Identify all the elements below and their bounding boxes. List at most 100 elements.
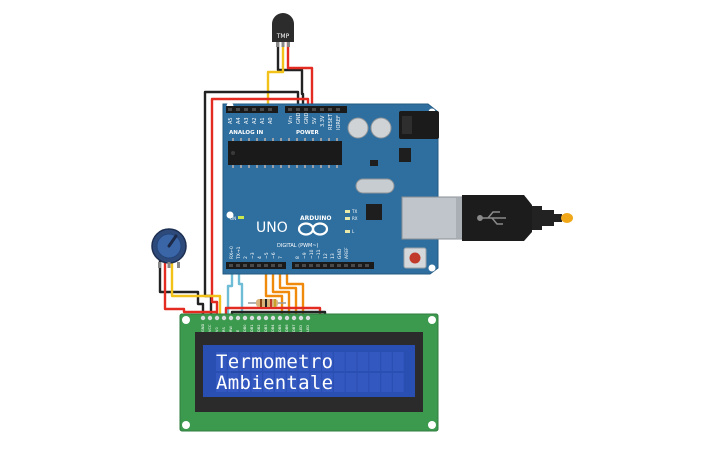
led-on	[238, 216, 244, 219]
lcd-pin-rw: RW	[229, 326, 233, 332]
lcd-cell	[345, 373, 357, 392]
lcd-cell	[263, 373, 274, 392]
digital-header-left[interactable]	[226, 262, 286, 269]
lcd-cell	[239, 352, 251, 371]
lcd-cell	[298, 373, 310, 392]
digital-pin-4: 4	[257, 256, 263, 259]
mount-hole	[182, 316, 190, 324]
mount-hole	[428, 316, 436, 324]
lcd-cell	[251, 352, 262, 371]
digital-pin-gnd: GND	[337, 248, 343, 259]
digital-pin-aref: AREF	[344, 247, 350, 259]
lcd-cell	[298, 352, 310, 371]
lcd-pin-db0: DB0	[243, 324, 247, 332]
tmp-sensor[interactable]: TMP	[272, 13, 294, 47]
digital-pin-3: ~3	[250, 252, 256, 259]
digital-pin-10: ~10	[309, 249, 315, 259]
digital-pin-13: 13	[330, 253, 336, 259]
lcd-line-1: Termometro	[216, 351, 333, 373]
capacitor	[370, 117, 392, 139]
lcd-pin-v0: V0	[215, 327, 219, 332]
analog-pin-a5: A5	[228, 117, 234, 124]
lcd-pin-gnd: GND	[201, 324, 205, 332]
analog-in-label: ANALOG IN	[229, 130, 264, 136]
lcd-cell	[369, 352, 380, 371]
lcd-pin-db3: DB3	[264, 324, 268, 332]
analog-pin-a2: A2	[252, 117, 258, 124]
lcd-character-cells	[216, 352, 404, 392]
lcd-cell	[239, 373, 251, 392]
lcd-cell	[393, 373, 404, 392]
digital-pin-2: 2	[243, 256, 249, 259]
power-pin-3v3: 3.3V	[320, 115, 326, 127]
power-pin-gnd-2: GND	[304, 112, 310, 124]
lcd-cell	[286, 373, 298, 392]
brand-label: ARDUINO	[300, 215, 331, 222]
lcd-pin-vcc: VCC	[208, 324, 212, 332]
lcd-cell	[263, 352, 274, 371]
usb-icon	[477, 211, 506, 225]
lcd-pin-db2: DB2	[257, 324, 261, 332]
lcd-cell	[275, 373, 286, 392]
wires	[158, 40, 327, 318]
wire-d7[interactable]	[285, 266, 305, 318]
wire-rs[interactable]	[226, 266, 234, 318]
wire-pot-yellow[interactable]	[170, 250, 222, 318]
lcd-cell	[227, 352, 239, 371]
lcd-cell	[310, 352, 321, 371]
usb-connector[interactable]	[401, 195, 573, 241]
lcd-cell	[369, 373, 380, 392]
model-label: UNO	[256, 220, 288, 236]
wire-pot-black[interactable]	[158, 246, 205, 318]
arduino-uno-board[interactable]: A5 A4 A3 A2 A1 A0 Vin GND GND 5V 3.3V RE…	[222, 102, 439, 275]
power-pin-gnd: GND	[296, 112, 302, 124]
wire-pot-red[interactable]	[163, 248, 218, 314]
wire-d6[interactable]	[278, 266, 298, 318]
lcd-cell	[275, 352, 286, 371]
wire-d4[interactable]	[264, 266, 284, 318]
crystal	[355, 178, 395, 194]
lcd-pin-db7: DB7	[292, 324, 296, 332]
power-pin-vin: Vin	[288, 116, 294, 124]
power-label: POWER	[296, 130, 320, 136]
lcd-pin-led-k: LED	[306, 325, 310, 332]
lcd-pin-db1: DB1	[250, 324, 254, 332]
lcd-cell	[216, 352, 227, 371]
led-on-label: ON	[230, 216, 236, 221]
digital-pin-7: 7	[278, 256, 284, 259]
wire-tmp-5v[interactable]	[286, 40, 314, 112]
lcd-cell	[227, 373, 239, 392]
lcd-cell	[357, 373, 369, 392]
resistor[interactable]	[248, 299, 286, 307]
lcd-cell	[286, 352, 298, 371]
digital-pin-0: RX←0	[229, 246, 235, 259]
wire-5v-long[interactable]	[210, 97, 310, 318]
lcd-cell	[310, 373, 321, 392]
potentiometer[interactable]	[151, 228, 187, 268]
mount-hole	[428, 264, 436, 272]
lcd-cell	[357, 352, 369, 371]
wire-tmp-gnd[interactable]	[276, 40, 305, 112]
analog-pin-a3: A3	[244, 117, 250, 124]
lcd-pin-db6: DB6	[285, 324, 289, 332]
digital-pin-6: ~6	[271, 252, 277, 259]
wire-d5[interactable]	[271, 266, 291, 318]
lcd-cell	[345, 352, 357, 371]
digital-pin-1: TX→1	[236, 246, 242, 260]
lcd-cell	[251, 373, 262, 392]
lcd-cell	[216, 373, 227, 392]
lcd-cell	[334, 373, 345, 392]
led-rx	[345, 217, 350, 220]
digital-pin-12: 12	[323, 253, 329, 259]
led-l-label: L	[352, 229, 355, 234]
lcd-pin-rs: RS	[222, 327, 226, 332]
reset-button[interactable]	[403, 247, 427, 269]
atmega-chip	[228, 141, 342, 165]
lcd-cell	[381, 352, 392, 371]
lcd-pin-row[interactable]	[200, 315, 311, 321]
wire-e[interactable]	[237, 266, 244, 318]
lcd-cell	[322, 352, 333, 371]
mount-hole	[428, 421, 436, 429]
lcd-module[interactable]: GND VCC V0 RS RW E DB0 DB1 DB2 DB3 DB4 D…	[179, 313, 439, 432]
digital-pin-8: 8	[295, 256, 301, 259]
